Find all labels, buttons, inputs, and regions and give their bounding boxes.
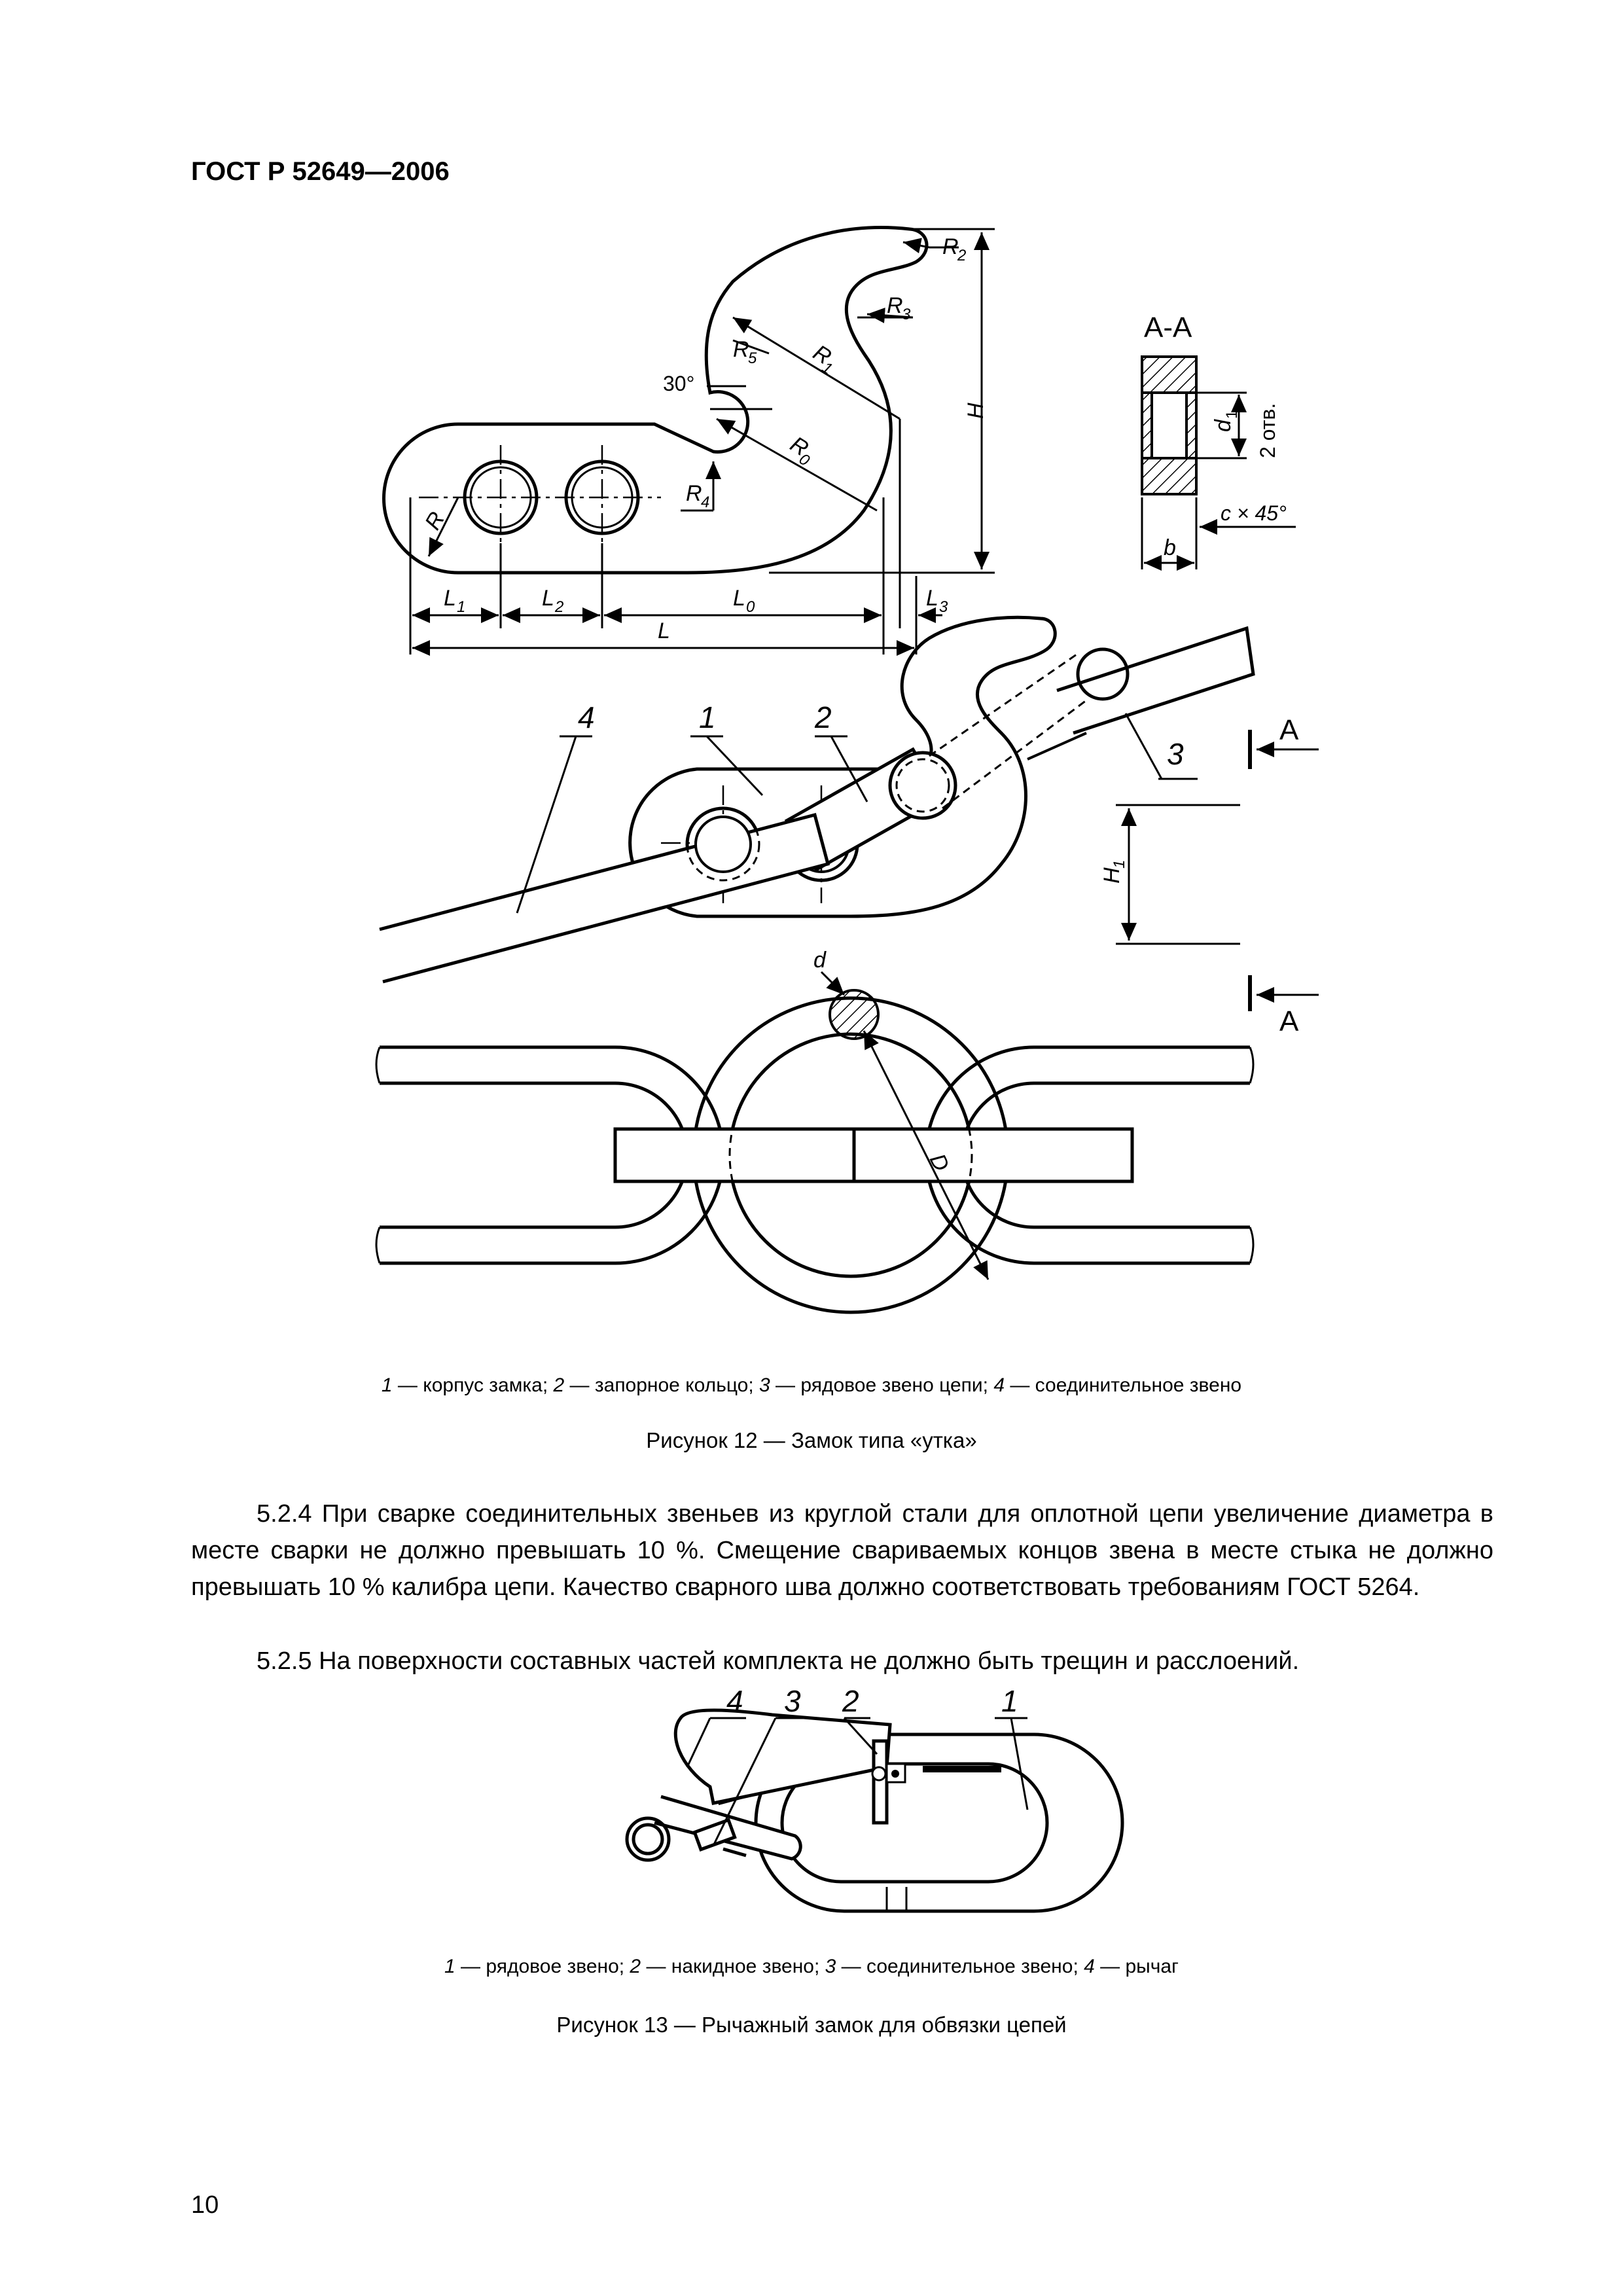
callout-3: 3: [1167, 737, 1184, 771]
figure-12-caption: Рисунок 12 — Замок типа «утка»: [646, 1428, 977, 1452]
svg-text:1: 1: [457, 598, 465, 616]
figure-13-caption: Рисунок 13 — Рычажный замок для обвязки …: [556, 2013, 1067, 2037]
figure-13-legend: 1 — рядовое звено; 2 — накидное звено; 3…: [444, 1956, 1179, 1977]
label-r2: R: [942, 234, 959, 259]
label-l0: L: [733, 586, 745, 611]
label-r3: R: [887, 293, 903, 318]
figure-13-callouts: 4 3 2 1: [726, 1684, 1018, 1718]
paragraph-5-2-5: 5.2.5 На поверхности составных частей ко…: [257, 1647, 1300, 1675]
lock-holes: [463, 445, 640, 550]
label-h: H: [963, 403, 988, 419]
callout-4: 4: [578, 700, 595, 734]
section-labels: А-А d 1 2 отв. c × 45° b: [1144, 312, 1287, 560]
svg-text:0: 0: [746, 598, 755, 616]
section-a-a: [1141, 355, 1296, 571]
label-chamfer: c × 45°: [1221, 501, 1287, 525]
section-title: А-А: [1144, 312, 1192, 344]
fig13-callout-3: 3: [784, 1684, 801, 1718]
label-l2: L: [542, 586, 554, 611]
label-angle: 30°: [663, 372, 694, 395]
assembled-lock: [379, 615, 1255, 984]
callout-2: 2: [814, 700, 832, 734]
svg-text:d: d: [1211, 419, 1236, 432]
svg-text:2: 2: [554, 598, 563, 616]
label-l: L: [658, 619, 670, 643]
assembled-callouts: [516, 713, 1319, 1011]
svg-text:1: 1: [1111, 860, 1128, 869]
cut-a-top: А: [1279, 714, 1299, 746]
body-dimensions: [409, 228, 995, 656]
label-d: d: [813, 948, 827, 973]
figure-13-drawing: [625, 1708, 1124, 1913]
svg-text:3: 3: [902, 306, 911, 323]
cut-a-bottom: А: [1279, 1005, 1299, 1037]
svg-text:2: 2: [957, 247, 966, 264]
svg-text:5: 5: [748, 350, 757, 367]
body-dimension-labels: R 2 R 3 R 5 R 1 R 0 R 4 R 30° H L 1 L 2 …: [420, 234, 988, 643]
svg-text:4: 4: [701, 493, 709, 511]
svg-text:1: 1: [1223, 410, 1241, 419]
label-r4: R: [686, 481, 702, 506]
svg-text:3: 3: [939, 598, 948, 616]
callout-1: 1: [699, 700, 716, 734]
chain-view: [375, 971, 1255, 1314]
fig13-callout-1: 1: [1001, 1684, 1018, 1718]
page-number: 10: [191, 2191, 219, 2219]
label-r5: R: [733, 337, 749, 362]
label-h1: H: [1099, 867, 1124, 884]
label-b: b: [1164, 535, 1176, 560]
standard-header: ГОСТ Р 52649—2006: [191, 157, 450, 186]
fig13-callout-4: 4: [726, 1684, 743, 1718]
label-r: R: [420, 508, 450, 534]
lock-body-outline: [382, 226, 929, 575]
label-l3: L: [926, 586, 938, 611]
fig13-callout-2: 2: [842, 1684, 859, 1718]
assembled-labels: 4 1 2 3 А А H 1: [578, 700, 1299, 1037]
label-l1: L: [444, 586, 456, 611]
paragraph-5-2-4: 5.2.4 При сварке соединительных звеньев …: [191, 1500, 1493, 1601]
figure-12-legend: 1 — корпус замка; 2 — запорное кольцо; 3…: [381, 1374, 1242, 1396]
svg-text:2 отв.: 2 отв.: [1256, 403, 1279, 458]
